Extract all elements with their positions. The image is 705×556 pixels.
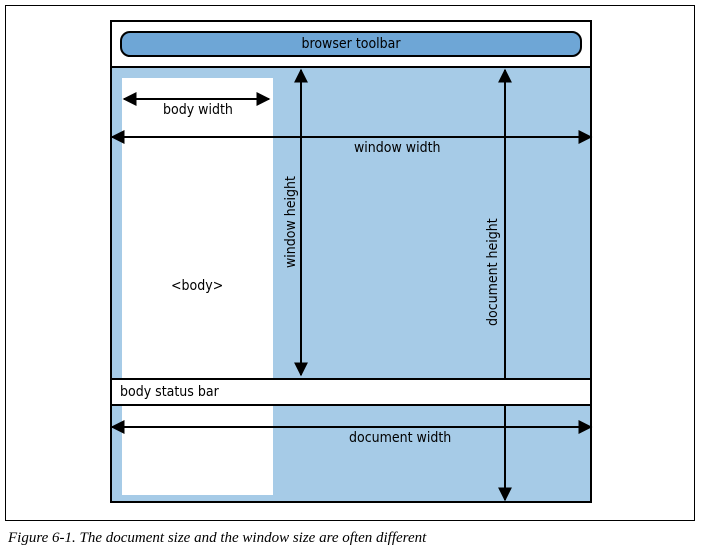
toolbar-area: browser toolbar xyxy=(112,22,590,68)
document-width-label: document width xyxy=(349,430,452,446)
browser-toolbar: browser toolbar xyxy=(120,31,582,57)
body-tag-label: <body> xyxy=(171,278,224,294)
window-width-label: window width xyxy=(354,140,441,156)
body-width-label: body width xyxy=(163,102,233,118)
window-height-label: window height xyxy=(283,176,299,268)
body-status-bar: body status bar xyxy=(112,378,590,406)
figure-frame xyxy=(5,5,695,521)
figure-caption: Figure 6-1. The document size and the wi… xyxy=(8,530,427,546)
document-height-label: document height xyxy=(485,218,501,326)
